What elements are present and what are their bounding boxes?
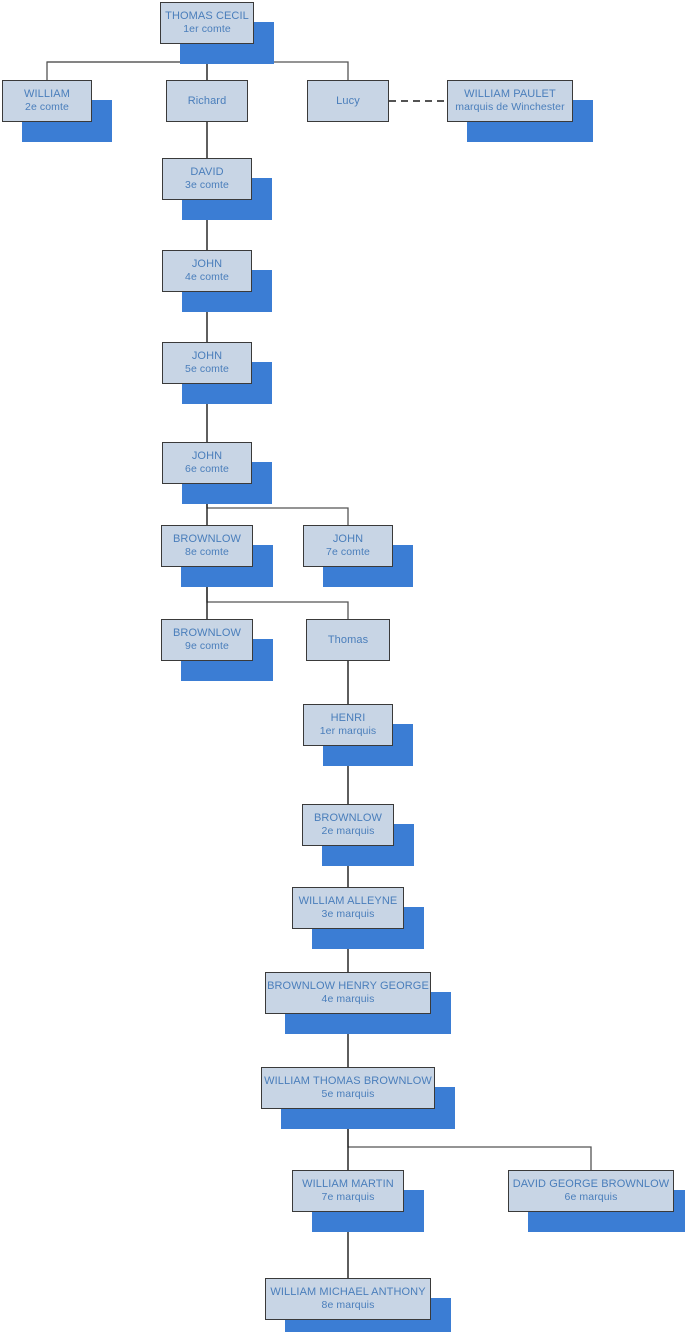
person-name: JOHN xyxy=(191,258,223,271)
person-name: BROWNLOW xyxy=(172,627,242,640)
person-title: 5e comte xyxy=(185,363,229,376)
person-title: 4e comte xyxy=(185,271,229,284)
person-name: BROWNLOW xyxy=(313,812,383,825)
person-title: 2e marquis xyxy=(321,825,375,838)
person-name: WILLIAM xyxy=(24,88,70,101)
person-title: 6e comte xyxy=(185,463,229,476)
person-title: 1er comte xyxy=(183,23,231,36)
person-node-richard[interactable]: Richard xyxy=(166,80,248,122)
person-name: WILLIAM THOMAS BROWNLOW xyxy=(264,1075,432,1088)
person-name: JOHN xyxy=(332,533,364,546)
person-name: WILLIAM MICHAEL ANTHONY xyxy=(270,1286,426,1299)
person-name: Lucy xyxy=(336,94,360,107)
person-name: BROWNLOW xyxy=(172,533,242,546)
person-title: 4e marquis xyxy=(321,993,375,1006)
person-node-lucy[interactable]: Lucy xyxy=(307,80,389,122)
person-title: 2e comte xyxy=(25,101,69,114)
person-title: 1er marquis xyxy=(319,725,377,738)
person-node-thomas[interactable]: Thomas xyxy=(306,619,390,661)
connector-cecil-bar-right xyxy=(47,61,349,80)
person-name: BROWNLOW HENRY GEORGE xyxy=(267,980,429,993)
person-name: HENRI xyxy=(330,712,366,725)
person-title: 6e marquis xyxy=(564,1191,618,1204)
person-name: Thomas xyxy=(327,633,369,646)
person-name: JOHN xyxy=(191,450,223,463)
person-name: WILLIAM ALLEYNE xyxy=(298,895,398,908)
person-name: WILLIAM PAULET xyxy=(464,88,556,101)
person-title: 5e marquis xyxy=(321,1088,375,1101)
person-title: 3e marquis xyxy=(321,908,375,921)
person-title: 8e marquis xyxy=(321,1299,375,1312)
person-title: 8e comte xyxy=(185,546,229,559)
person-name: DAVID GEORGE BROWNLOW xyxy=(512,1178,670,1191)
person-title: 7e comte xyxy=(326,546,370,559)
person-name: Richard xyxy=(187,94,227,107)
person-name: DAVID xyxy=(190,166,224,179)
person-name: THOMAS CECIL xyxy=(165,10,249,23)
person-title: 9e comte xyxy=(185,640,229,653)
person-name: WILLIAM MARTIN xyxy=(302,1178,394,1191)
person-name: JOHN xyxy=(191,350,223,363)
person-title: 7e marquis xyxy=(321,1191,375,1204)
person-title: marquis de Winchester xyxy=(455,101,565,114)
person-title: 3e comte xyxy=(185,179,229,192)
